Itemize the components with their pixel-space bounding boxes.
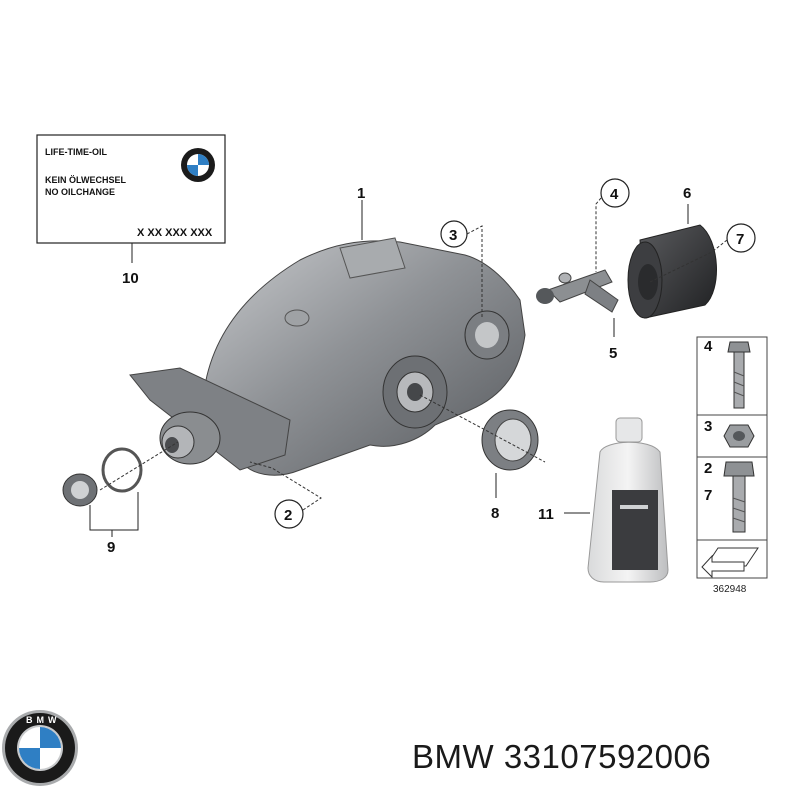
product-caption: BMW 33107592006 xyxy=(412,738,711,776)
bmw-logo-icon: BMW xyxy=(2,710,78,786)
callout-6: 6 xyxy=(683,185,691,202)
callout-11: 11 xyxy=(538,506,554,523)
nut-3-icon xyxy=(723,424,755,448)
bolt-2-7-icon xyxy=(723,461,755,533)
bracket-part-5 xyxy=(536,269,619,313)
footer-brand: BMW xyxy=(412,738,495,775)
logo-lettering: BMW xyxy=(26,715,61,725)
fastener-legend-panel: 4 3 2 7 xyxy=(696,336,768,579)
bolt-4-icon xyxy=(727,341,751,409)
legend-label-2: 2 xyxy=(704,460,712,477)
rear-differential-housing xyxy=(129,237,526,476)
oil-bottle-part-11 xyxy=(587,417,669,583)
callout-2: 2 xyxy=(284,507,292,524)
callout-5: 5 xyxy=(609,345,617,362)
flange-nut-part-9 xyxy=(62,473,98,507)
callout-7: 7 xyxy=(736,231,744,248)
direction-arrow-icon xyxy=(701,547,759,579)
callout-circle-7 xyxy=(726,223,756,253)
bmw-roundel-small-icon xyxy=(181,148,215,182)
label-part-code: X XX XXX XXX xyxy=(137,227,213,239)
callout-3: 3 xyxy=(449,227,457,244)
callout-circle-2 xyxy=(274,499,304,529)
diagram-reference-number: 362948 xyxy=(713,584,747,595)
label-line-life-time-oil: LIFE-TIME-OIL xyxy=(45,147,107,157)
legend-label-4: 4 xyxy=(704,338,713,355)
callout-circle-4 xyxy=(600,178,630,208)
legend-label-7: 7 xyxy=(704,487,712,504)
o-ring-part-9 xyxy=(101,447,143,493)
label-line-no-oilchange: NO OILCHANGE xyxy=(45,187,115,197)
shaft-seal-part-8 xyxy=(481,409,539,471)
oil-label-plate: LIFE-TIME-OIL KEIN ÖLWECHSEL NO OILCHANG… xyxy=(36,134,226,244)
rubber-mount-part-6 xyxy=(627,224,717,319)
callout-8: 8 xyxy=(491,505,499,522)
callout-1: 1 xyxy=(357,185,365,202)
callout-9: 9 xyxy=(107,539,115,556)
callout-4: 4 xyxy=(610,186,619,203)
callout-10: 10 xyxy=(122,270,139,287)
legend-label-3: 3 xyxy=(704,418,712,435)
footer-part-number: 33107592006 xyxy=(503,738,712,775)
label-line-kein-oelwechsel: KEIN ÖLWECHSEL xyxy=(45,175,127,185)
